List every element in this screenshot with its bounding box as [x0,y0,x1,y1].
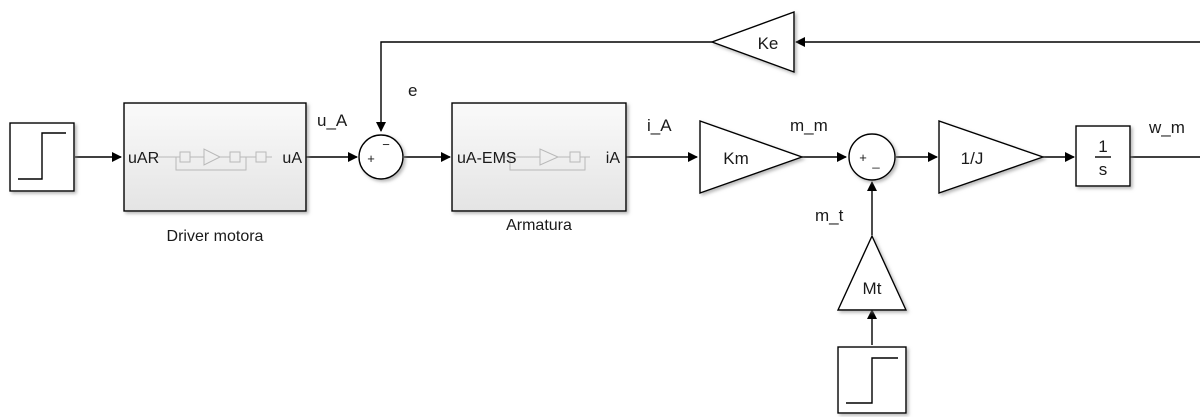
signal-label-u-a: u_A [317,111,348,130]
signal-label-w-m: w_m [1148,118,1185,137]
armatura-internal-preview [500,148,590,171]
ke-gain-label: Ke [758,34,779,53]
wire-ke-to-sum1[interactable] [376,41,712,132]
sum1-minus-sign: − [382,137,390,152]
driver-internal-preview [158,148,272,171]
inverse-j-gain-label: 1/J [961,149,984,168]
mt-gain-block[interactable]: Mt [836,234,908,311]
integrator-numerator: 1 [1098,137,1107,156]
signal-label-e: e [408,81,417,100]
sum-block-1[interactable]: + − [358,134,404,180]
km-gain-label: Km [723,149,749,168]
sum2-plus-sign: + [859,150,867,165]
sum1-plus-sign: + [367,151,375,166]
inverse-j-gain-block[interactable]: 1/J [938,120,1046,194]
signal-label-m-m: m_m [790,116,828,135]
integrator-denominator: s [1099,160,1108,179]
signal-label-i-a: i_A [647,116,672,135]
mt-gain-label: Mt [863,279,882,298]
armatura-output-port-label: iA [606,150,621,167]
integrator-block[interactable]: 1 s [1075,125,1131,187]
sum2-minus-sign: _ [871,154,880,169]
step-icon-2 [846,357,898,404]
driver-motora-caption: Driver motora [167,228,264,245]
armatura-block[interactable]: uA-EMS iA [451,102,627,212]
armatura-caption: Armatura [506,217,572,234]
step-source-block[interactable] [9,122,75,192]
armatura-input-port-label: uA-EMS [457,150,517,167]
km-gain-block[interactable]: Km [699,120,805,194]
sum-block-2[interactable]: + _ [848,133,896,181]
driver-motora-block[interactable]: uAR uA [123,102,307,212]
step-source-block-2[interactable] [837,346,907,414]
driver-input-port-label: uAR [128,150,159,167]
signal-label-m-t: m_t [815,206,844,225]
step-icon [18,132,66,180]
driver-output-port-label: uA [282,150,302,167]
ke-gain-block[interactable]: Ke [709,10,795,74]
signal-lines [75,37,1200,345]
